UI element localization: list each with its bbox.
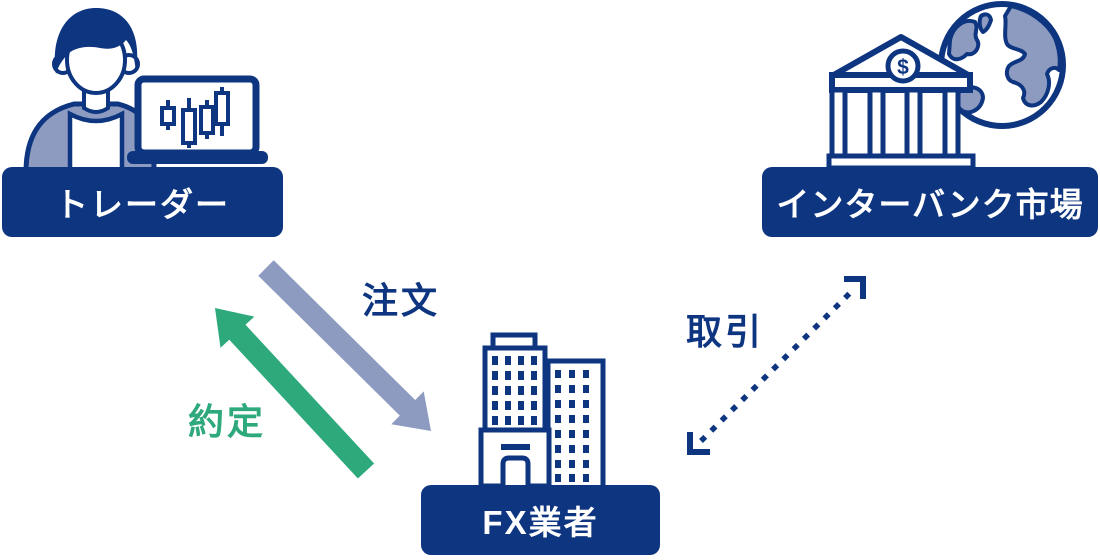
left-tower-windows [492,356,537,425]
order-arrow [258,260,431,431]
fx-broker-illustration [478,332,606,488]
execution-arrow-label: 約定 [188,401,267,442]
interbank-illustration: $ [826,1,1066,170]
candlestick-chart-icon [160,87,230,148]
right-tower-windows [555,370,589,482]
laptop-icon [127,75,268,164]
person-icon [23,8,157,172]
order-arrow-label: 注文 [362,280,441,321]
dollar-symbol: $ [897,56,909,79]
fx-broker-label: FX業者 [421,485,660,555]
trader-label: トレーダー [2,167,283,237]
transaction-arrow [687,276,866,455]
trader-illustration [23,8,268,172]
transaction-arrow-label: 取引 [686,311,765,352]
execution-arrow [215,308,375,479]
office-buildings-icon [478,332,606,488]
bank-icon: $ [826,34,976,170]
interbank-label: インターバンク市場 [762,167,1098,237]
